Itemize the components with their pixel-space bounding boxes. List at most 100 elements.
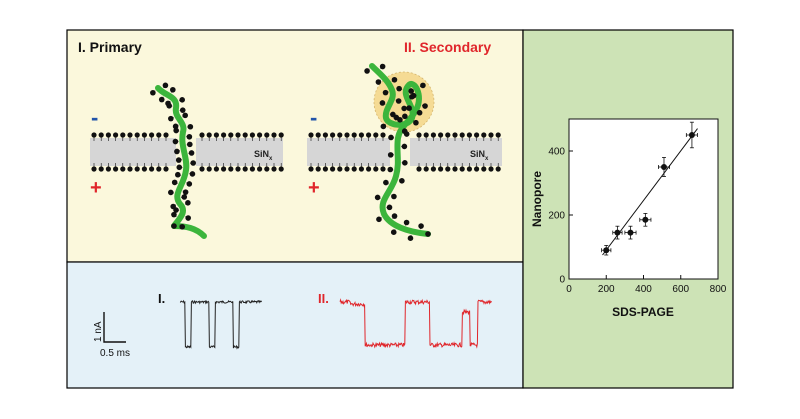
- lipid-head: [91, 132, 97, 138]
- sds-tail: [408, 107, 412, 110]
- sds-tail: [366, 68, 370, 72]
- data-point: [688, 132, 695, 138]
- lipid-head: [257, 132, 263, 138]
- lipid-head: [445, 166, 451, 172]
- lipid-head: [308, 132, 314, 138]
- sds-tail: [184, 202, 189, 205]
- lipid-head: [337, 166, 343, 172]
- sds-bead: [402, 160, 408, 166]
- sds-bead: [425, 231, 431, 237]
- lipid-head: [228, 132, 234, 138]
- lipid-head: [271, 166, 277, 172]
- sds-tail: [161, 96, 164, 100]
- lipid-head: [271, 132, 277, 138]
- sds-tail: [399, 88, 403, 90]
- lipid-head: [141, 132, 147, 138]
- data-point: [603, 247, 610, 254]
- lipid-head: [134, 132, 140, 138]
- lipid-head: [459, 132, 465, 138]
- sds-tail: [395, 99, 399, 102]
- sds-tail: [177, 174, 181, 177]
- lipid-head: [430, 166, 436, 172]
- sds-beads-secondary: [364, 63, 431, 241]
- lipid-head: [257, 166, 263, 172]
- lipid-head: [330, 166, 336, 172]
- sds-bead: [403, 219, 410, 226]
- sds-tail: [393, 229, 396, 233]
- x-axis-label: SDS-PAGE: [612, 305, 674, 319]
- sds-tail: [170, 192, 174, 194]
- y-tick-label: 200: [548, 211, 565, 222]
- lipid-head: [163, 166, 169, 172]
- sds-bead: [399, 178, 405, 184]
- current-traces: 1 nA 0.5 ms I. II.: [93, 291, 492, 359]
- lipid-head: [366, 132, 372, 138]
- sds-tail: [175, 124, 179, 127]
- secondary-diagram: SiNx - +: [307, 63, 502, 241]
- sds-tail: [378, 79, 381, 83]
- lipid-head: [459, 166, 465, 172]
- sds-tail: [419, 85, 424, 88]
- lipid-head: [249, 132, 255, 138]
- lipid-head: [445, 132, 451, 138]
- sds-tail: [182, 115, 186, 118]
- x-tick-label: 800: [710, 284, 727, 295]
- sds-tail: [189, 172, 193, 175]
- lipid-head: [105, 166, 111, 172]
- membrane-label-right: SiNx: [470, 149, 489, 162]
- lipid-head: [213, 132, 219, 138]
- lipid-head: [91, 166, 97, 172]
- sds-tail: [186, 182, 190, 185]
- lipid-head: [213, 166, 219, 172]
- sds-tail: [413, 120, 417, 123]
- sds-tail: [399, 119, 403, 123]
- lipid-head: [156, 132, 162, 138]
- lipid-head: [380, 166, 386, 172]
- lipid-head: [235, 132, 241, 138]
- lipid-head: [344, 166, 350, 172]
- sds-tail: [179, 224, 183, 228]
- protein-strand-primary: [155, 85, 190, 229]
- lipid-head: [488, 166, 494, 172]
- sds-tail: [170, 89, 174, 93]
- sds-tail: [179, 99, 183, 102]
- lipid-head: [474, 166, 480, 172]
- protein-strand-secondary: [369, 63, 431, 237]
- lipid-head: [264, 166, 270, 172]
- primary-title: I. Primary: [78, 39, 142, 55]
- x-tick-label: 600: [672, 284, 689, 295]
- sds-bead: [182, 112, 188, 119]
- sds-tail: [382, 102, 386, 105]
- sds-tail: [377, 197, 381, 199]
- x-tick-label: 0: [566, 284, 572, 295]
- membrane-label-left: SiNx: [254, 149, 273, 162]
- sds-tail: [170, 116, 174, 119]
- lipid-head: [242, 132, 248, 138]
- sds-tail: [403, 132, 407, 135]
- lipid-head: [423, 166, 429, 172]
- bottom-panel: [66, 261, 524, 389]
- sds-tail: [167, 100, 171, 104]
- x-tick-label: 200: [598, 284, 615, 295]
- sds-tail: [186, 144, 190, 146]
- lipid-head: [430, 132, 436, 138]
- sds-tail: [185, 216, 189, 219]
- sds-tail: [410, 235, 412, 239]
- lipid-head: [308, 166, 314, 172]
- sds-tail: [378, 217, 382, 220]
- sds-tail: [176, 130, 180, 132]
- sds-tail: [163, 85, 166, 89]
- plus-sign-left: +: [90, 177, 102, 199]
- lipid-head: [466, 166, 472, 172]
- sds-tail: [383, 123, 386, 127]
- x-tick-label: 400: [635, 284, 652, 295]
- lipid-head: [221, 166, 227, 172]
- sds-tail: [173, 214, 177, 217]
- lipid-head: [278, 166, 284, 172]
- sds-tail: [390, 169, 394, 171]
- sds-bead: [162, 82, 169, 89]
- lipid-head: [278, 132, 284, 138]
